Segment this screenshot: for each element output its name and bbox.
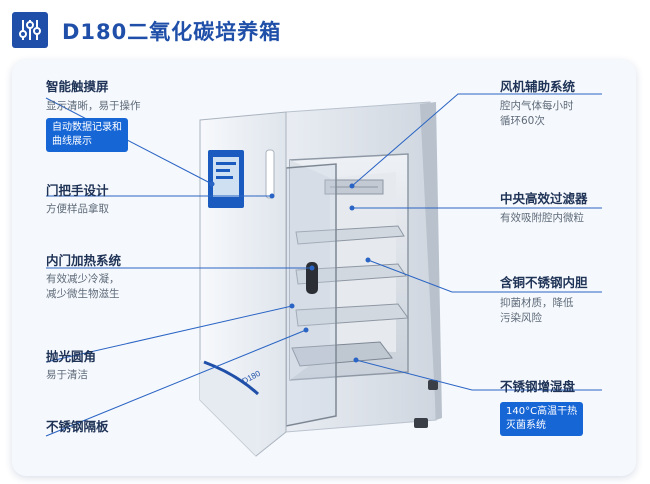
feature-title-humidity-tray: 不锈钢增湿盘 <box>500 379 576 394</box>
feature-desc-copper-chamber-1: 抑菌材质，降低 <box>500 297 574 309</box>
sliders-icon <box>12 12 48 48</box>
feature-desc-inner-door-heating-2: 减少微生物滋生 <box>46 288 120 300</box>
chip-data-logging: 自动数据记录和 曲线展示 <box>46 118 128 152</box>
feature-title-inner-door-heating: 内门加热系统 <box>46 253 122 268</box>
feature-desc-filter: 有效吸附腔内微粒 <box>500 212 584 224</box>
feature-title-fan-system: 风机辅助系统 <box>500 79 576 94</box>
feature-desc-polished-corner: 易于清洁 <box>46 369 88 381</box>
chip-sterilization: 140°C高温干热 灭菌系统 <box>500 402 584 436</box>
stainless-shelves <box>295 225 409 327</box>
feature-desc-touch-screen: 显示清晰，易于操作 <box>46 100 141 112</box>
chip-line: 灭菌系统 <box>506 420 546 431</box>
leader-stainless-shelf <box>45 329 307 437</box>
feature-title-polished-corner: 抛光圆角 <box>46 349 97 364</box>
feature-title-door-handle: 门把手设计 <box>46 183 109 198</box>
feature-title-stainless-shelf: 不锈钢隔板 <box>46 419 109 434</box>
leader-copper-chamber <box>367 259 602 293</box>
feature-desc-fan-system-1: 腔内气体每小时 <box>500 100 574 112</box>
feature-title-filter: 中央高效过滤器 <box>500 191 588 206</box>
outer-door <box>199 111 287 457</box>
feature-title-copper-chamber: 含铜不锈钢内胆 <box>500 275 588 290</box>
leader-polished-corner <box>45 305 293 363</box>
inner-glass-door <box>285 163 337 427</box>
feature-desc-fan-system-2: 循环60次 <box>500 115 545 127</box>
chip-line: 自动数据记录和 <box>52 122 122 133</box>
leader-lines <box>45 93 602 437</box>
feature-desc-copper-chamber-2: 污染风险 <box>500 312 542 324</box>
leader-touch-screen <box>45 97 213 185</box>
feature-desc-door-handle: 方便样品拿取 <box>46 203 109 215</box>
leader-fan-system <box>351 93 602 187</box>
chip-line: 140°C高温干热 <box>506 406 578 417</box>
leader-dots <box>209 181 371 363</box>
feature-title-touch-screen: 智能触摸屏 <box>46 79 109 94</box>
feature-desc-inner-door-heating-1: 有效减少冷凝， <box>46 273 120 285</box>
leader-humidity-tray <box>355 359 602 391</box>
chip-line: 曲线展示 <box>52 136 92 147</box>
humidity-tray <box>291 341 393 367</box>
page-title: D180二氧化碳培养箱 <box>62 20 282 44</box>
